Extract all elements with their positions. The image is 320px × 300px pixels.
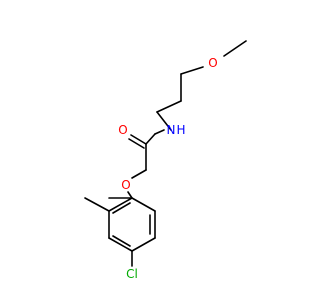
carbonyl-oxygen-label: O	[118, 123, 127, 137]
molecule-structure: O O N H O Cl	[84, 40, 247, 281]
ring-inner-2	[112, 235, 131, 247]
chlorine-label: Cl	[126, 267, 138, 281]
bond-propyl-n	[156, 111, 172, 131]
amide-hydrogen-label: H	[176, 123, 185, 137]
ring-bond-4	[131, 237, 156, 252]
bond-ether-o-ring	[127, 191, 133, 199]
bond-carbonyl-c-link	[145, 133, 156, 145]
bond-carbonyl-double-2	[128, 138, 145, 149]
ring-inner-3	[112, 202, 131, 214]
ring-bond-5	[108, 237, 133, 252]
ring-bond-2	[131, 197, 156, 212]
methoxy-oxygen-label: O	[208, 56, 217, 70]
bond-layer	[84, 40, 247, 267]
bond-methyl-methoxy-o	[223, 40, 247, 57]
bond-carbonyl-double-1	[130, 134, 147, 145]
bond-ring-methyl	[84, 197, 110, 212]
atom-labels: O O N H O Cl	[118, 56, 217, 281]
ether-oxygen-label: O	[121, 178, 130, 192]
bond-ch2-ether-o	[131, 169, 147, 179]
bond-propyl-2	[156, 100, 182, 113]
amide-nitrogen-label: N	[167, 123, 176, 137]
ring-bond-7	[108, 197, 133, 212]
bond-n-carbonyl-c	[154, 129, 165, 135]
bond-methoxy-o-ch2	[180, 66, 204, 75]
